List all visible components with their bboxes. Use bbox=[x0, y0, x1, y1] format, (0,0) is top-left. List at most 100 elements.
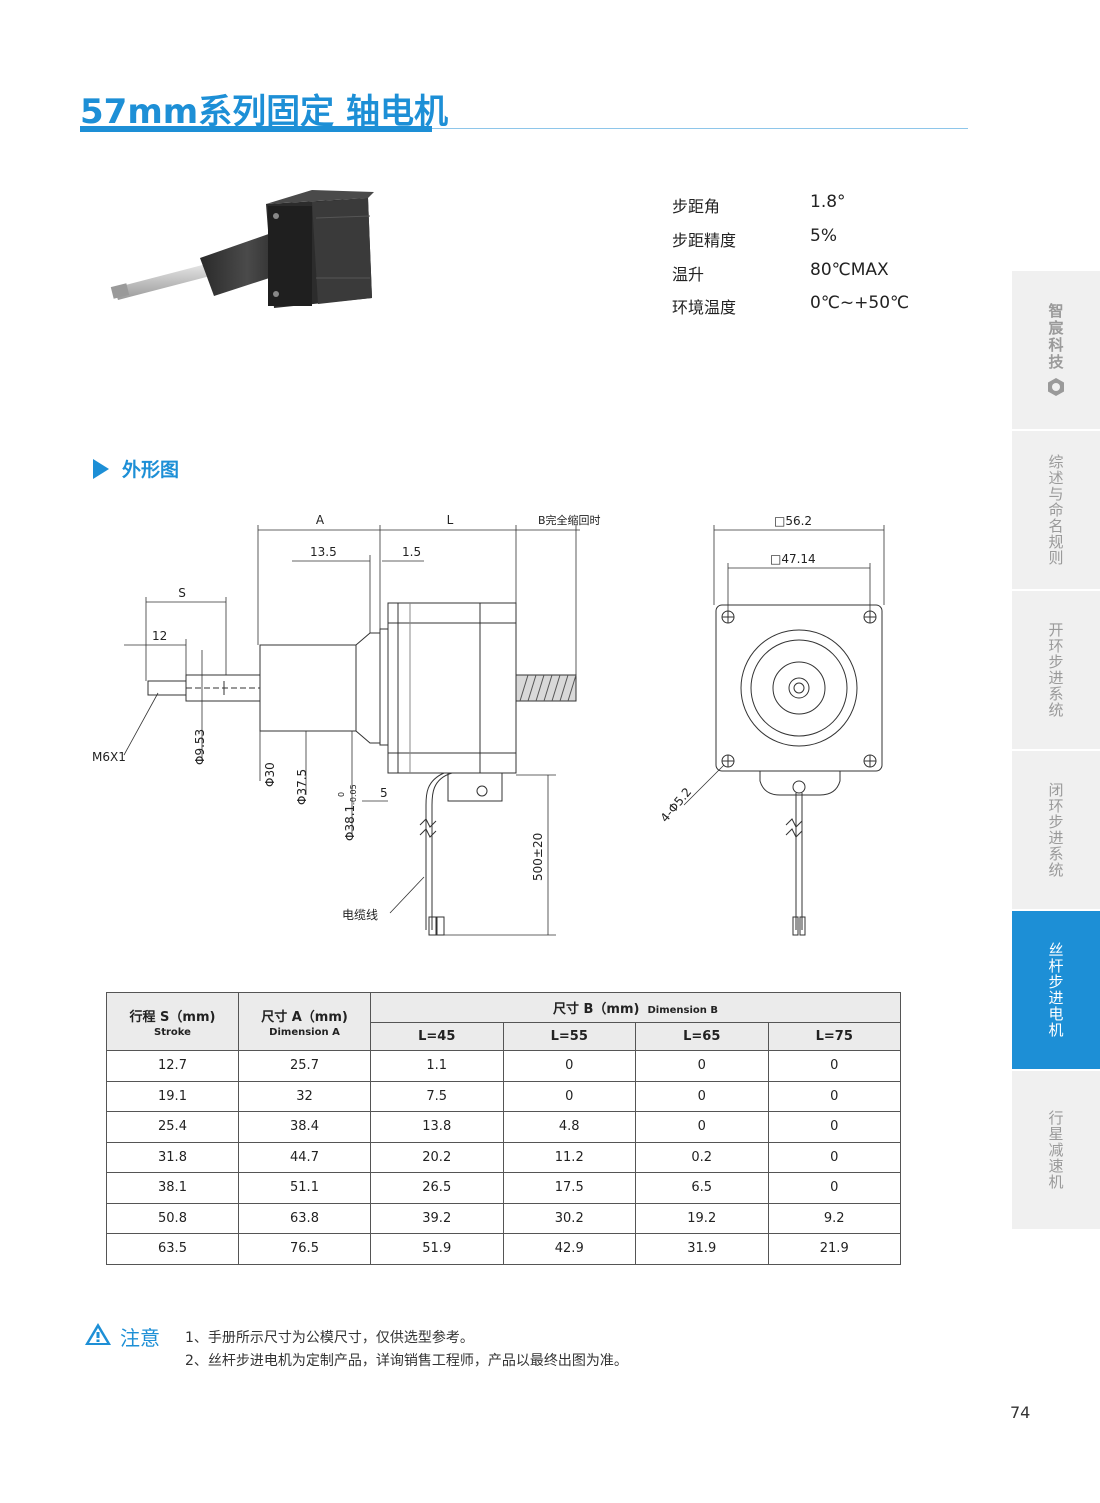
table-cell: 50.8 bbox=[106, 1202, 239, 1234]
table-cell: 13.8 bbox=[370, 1111, 504, 1143]
side-nav: 智宸科技 综述与命名规则 开环步进系统 闭环步进系统 丝杆步进电机 行星减速机 bbox=[1012, 271, 1100, 1229]
dim-13-5-label: 13.5 bbox=[310, 545, 337, 559]
col-header-dim-b-label: 尺寸 B（mm) bbox=[553, 1002, 640, 1017]
dim-56-2-label: □56.2 bbox=[774, 514, 812, 528]
table-cell: 9.2 bbox=[767, 1202, 901, 1234]
table-cell: 76.5 bbox=[238, 1233, 371, 1265]
col-header-dim-b-en: Dimension B bbox=[647, 1005, 718, 1016]
col-header-l65: L=65 bbox=[635, 1022, 769, 1051]
table-cell: 19.1 bbox=[106, 1080, 239, 1112]
table-cell: 1.1 bbox=[370, 1050, 504, 1082]
dim-s-label: S bbox=[178, 586, 186, 600]
dim-phi953-label: Φ9.53 bbox=[193, 729, 207, 765]
dim-1-5-label: 1.5 bbox=[402, 545, 421, 559]
page-number: 74 bbox=[1010, 1403, 1031, 1422]
spec-label: 步距精度 bbox=[672, 231, 737, 250]
table-cell: 31.8 bbox=[106, 1141, 239, 1173]
side-nav-item-lead-screw[interactable]: 丝杆步进电机 bbox=[1012, 911, 1100, 1069]
table-cell: 63.8 bbox=[238, 1202, 371, 1234]
table-cell: 7.5 bbox=[370, 1080, 504, 1112]
table-cell: 20.2 bbox=[370, 1141, 504, 1173]
col-header-l45: L=45 bbox=[370, 1022, 504, 1051]
col-header-dim-b: 尺寸 B（mm) Dimension B bbox=[370, 992, 901, 1023]
spec-label: 步距角 bbox=[672, 197, 721, 216]
table-cell: 32 bbox=[238, 1080, 371, 1112]
dimension-table: 行程 S（mm) Stroke 尺寸 A（mm) Dimension A 尺寸 … bbox=[106, 992, 901, 1265]
dim-a-label: A bbox=[316, 513, 325, 527]
spec-label: 环境温度 bbox=[672, 298, 737, 317]
table-cell: 0 bbox=[767, 1050, 901, 1082]
col-header-l55: L=55 bbox=[502, 1022, 636, 1051]
col-header-l75: L=75 bbox=[767, 1022, 901, 1051]
brand-name: 智宸科技 bbox=[1046, 303, 1065, 371]
table-cell: 0 bbox=[635, 1111, 769, 1143]
spec-value: 0℃~+50℃ bbox=[810, 293, 910, 313]
page-title: 57mm系列固定 轴电机 bbox=[80, 92, 449, 132]
table-cell: 21.9 bbox=[767, 1233, 901, 1265]
note-line: 1、手册所示尺寸为公模尺寸，仅供选型参考。 bbox=[185, 1330, 474, 1346]
table-cell: 6.5 bbox=[635, 1172, 769, 1204]
side-nav-item-open-loop[interactable]: 开环步进系统 bbox=[1012, 591, 1100, 749]
col-header-dim-a-label: 尺寸 A（mm) bbox=[261, 1009, 348, 1025]
side-nav-item-label: 闭环步进系统 bbox=[1046, 782, 1065, 878]
thread-label: M6X1 bbox=[92, 750, 126, 764]
table-cell: 12.7 bbox=[106, 1050, 239, 1082]
side-nav-item-gearbox[interactable]: 行星减速机 bbox=[1012, 1071, 1100, 1229]
tolerance-lower-label: -0.05 bbox=[349, 784, 358, 805]
table-cell: 19.2 bbox=[635, 1202, 769, 1234]
section-title: 外形图 bbox=[122, 459, 180, 481]
table-cell: 0 bbox=[502, 1050, 636, 1082]
table-cell: 0 bbox=[767, 1080, 901, 1112]
dim-phi38-1-label: Φ38.1 bbox=[343, 805, 357, 841]
table-cell: 38.1 bbox=[106, 1172, 239, 1204]
table-cell: 31.9 bbox=[635, 1233, 769, 1265]
product-photo bbox=[110, 190, 374, 308]
outline-drawing: A L B完全缩回时 13.5 1.5 S 12 M6X1 Φ9.53 Φ30 … bbox=[92, 513, 885, 936]
table-cell: 25.4 bbox=[106, 1111, 239, 1143]
dim-47-14-label: □47.14 bbox=[770, 552, 816, 566]
side-nav-item-label: 行星减速机 bbox=[1046, 1110, 1065, 1190]
side-nav-item-closed-loop[interactable]: 闭环步进系统 bbox=[1012, 751, 1100, 909]
side-nav-item-overview[interactable]: 综述与命名规则 bbox=[1012, 431, 1100, 589]
table-cell: 11.2 bbox=[502, 1141, 636, 1173]
col-header-stroke-label: 行程 S（mm) bbox=[129, 1009, 216, 1025]
spec-label: 温升 bbox=[672, 265, 705, 284]
side-nav-item-label: 开环步进系统 bbox=[1046, 622, 1065, 718]
table-cell: 0 bbox=[635, 1080, 769, 1112]
table-cell: 0 bbox=[635, 1050, 769, 1082]
dim-l-label: L bbox=[447, 513, 454, 527]
title-rule bbox=[432, 128, 968, 129]
table-cell: 0.2 bbox=[635, 1141, 769, 1173]
table-cell: 30.2 bbox=[502, 1202, 636, 1234]
triangle-bullet-icon bbox=[93, 459, 109, 479]
dim-cable-length-label: 500±20 bbox=[531, 833, 545, 881]
cable-label: 电缆线 bbox=[342, 908, 378, 922]
table-cell: 38.4 bbox=[238, 1111, 371, 1143]
table-cell: 25.7 bbox=[238, 1050, 371, 1082]
warning-icon bbox=[85, 1323, 111, 1345]
spec-value: 5% bbox=[810, 226, 837, 246]
col-header-dim-a: 尺寸 A（mm) Dimension A bbox=[238, 992, 371, 1051]
tolerance-upper-label: 0 bbox=[337, 792, 346, 797]
dim-12-label: 12 bbox=[152, 629, 167, 643]
notes-title: 注意 bbox=[120, 1326, 160, 1350]
col-header-stroke: 行程 S（mm) Stroke bbox=[106, 992, 239, 1051]
dim-phi30-label: Φ30 bbox=[263, 762, 277, 787]
note-line: 2、丝杆步进电机为定制产品，详询销售工程师，产品以最终出图为准。 bbox=[185, 1353, 628, 1369]
dim-b-label: B完全缩回时 bbox=[538, 513, 601, 527]
title-underline bbox=[80, 126, 432, 132]
mount-holes-label: 4-Φ5.2 bbox=[658, 785, 695, 825]
table-cell: 17.5 bbox=[502, 1172, 636, 1204]
dim-5-label: 5 bbox=[380, 786, 388, 800]
dim-phi37-5-label: Φ37.5 bbox=[295, 769, 309, 805]
table-cell: 4.8 bbox=[502, 1111, 636, 1143]
col-header-stroke-en: Stroke bbox=[154, 1026, 191, 1038]
table-cell: 39.2 bbox=[370, 1202, 504, 1234]
table-cell: 0 bbox=[767, 1141, 901, 1173]
